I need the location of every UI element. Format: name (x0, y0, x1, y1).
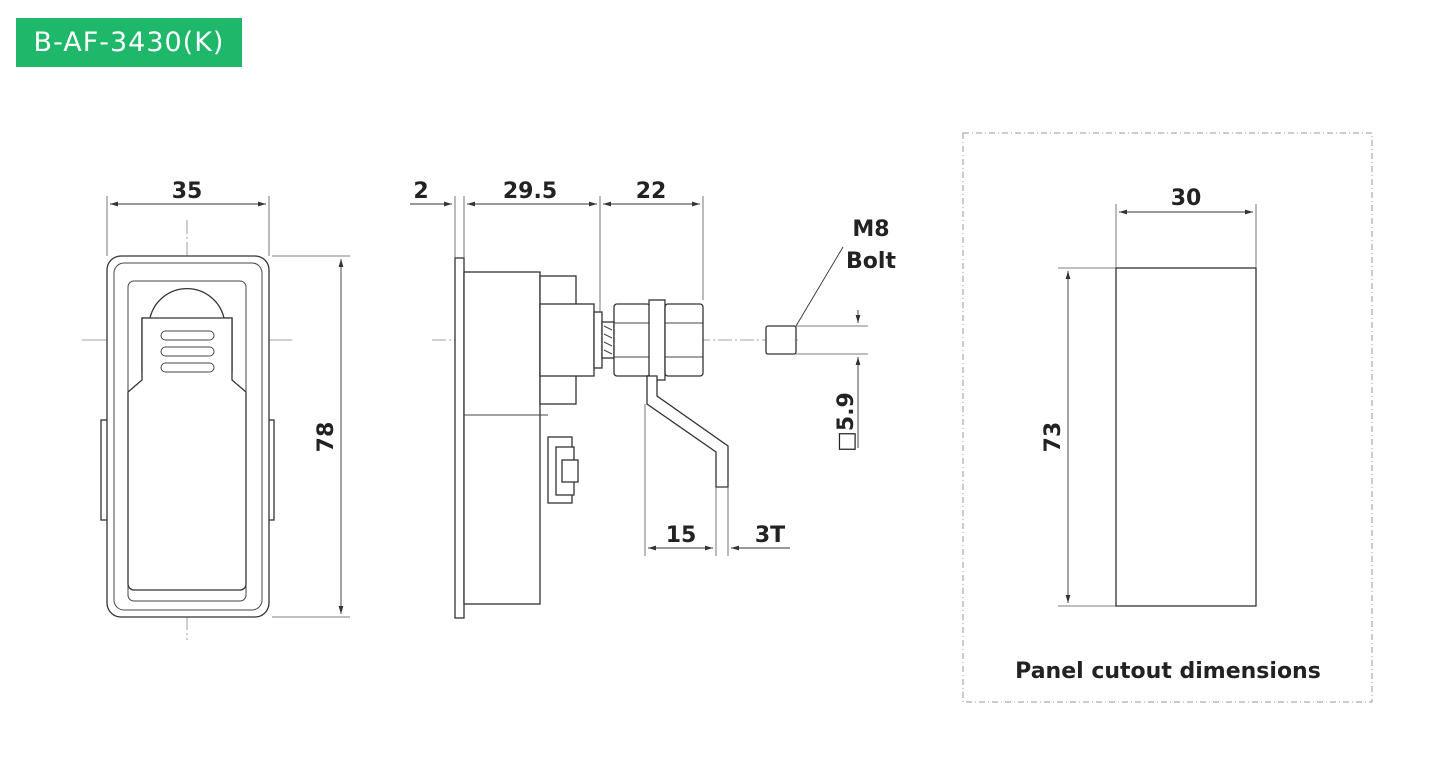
body-depth-dim: 29.5 (503, 179, 557, 204)
bolt-detail: □5.9 M8 Bolt (765, 217, 896, 452)
side-view: 2 29.5 22 15 3T (410, 179, 800, 619)
cutout-height-dim: 73 (1041, 422, 1066, 453)
front-width-dim: 35 (172, 179, 203, 204)
shaft-length-dim: 22 (636, 179, 667, 204)
model-title-badge: B-AF-3430(K) (16, 18, 242, 67)
handle-offset-dim: 15 (666, 523, 697, 548)
panel-cutout: 30 73 Panel cutout dimensions (962, 132, 1373, 703)
flange-thickness-dim: 2 (413, 179, 428, 204)
front-height-dim: 78 (314, 422, 339, 453)
handle-thickness-dim: 3T (755, 523, 785, 548)
cutout-width-dim: 30 (1171, 186, 1202, 211)
bolt-name-label: Bolt (846, 249, 896, 274)
cutout-caption: Panel cutout dimensions (1015, 659, 1321, 684)
bolt-square-dim: □5.9 (834, 392, 859, 452)
bolt-size-label: M8 (852, 217, 889, 242)
front-view: 35 78 (81, 179, 350, 640)
